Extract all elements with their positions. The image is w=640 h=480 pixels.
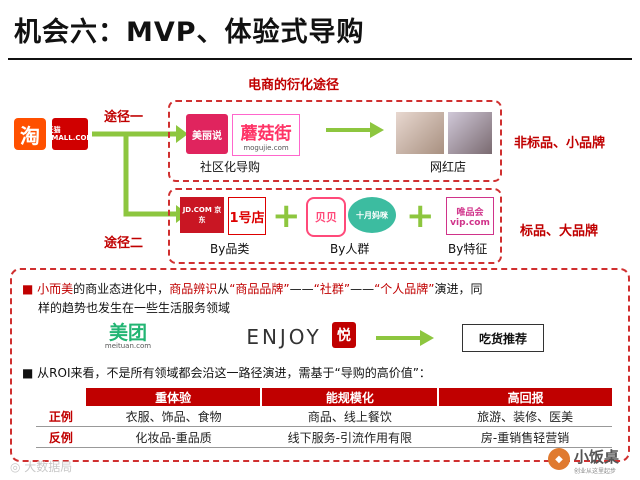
meituan-domain: meituan.com — [104, 342, 152, 350]
vertical-path-box — [168, 188, 502, 264]
yue-logo: 悦 — [332, 322, 356, 348]
bullet1-part: 从 — [217, 282, 230, 296]
arrow-right-icon — [326, 122, 384, 138]
row-label-positive: 正例 — [36, 406, 86, 427]
xiaofanzhuo-logo-icon: ◆ — [548, 448, 570, 470]
title-divider — [8, 58, 632, 60]
table-cell: 房-重销售轻营销 — [438, 426, 612, 448]
table-corner — [36, 388, 86, 406]
yhd-logo: 1号店 — [228, 197, 266, 235]
meilishuo-logo: 美丽说 — [186, 114, 228, 154]
watermark-left: ◎ 大数据局 — [10, 458, 72, 475]
table-cell: 旅游、装修、医美 — [438, 406, 612, 427]
enjoy-logo: ENJOY — [246, 325, 322, 349]
bullet1-part: 演进，同 — [434, 282, 483, 296]
beibei-logo: 贝贝 — [306, 197, 346, 237]
bullet1-part: 的商业态进化中， — [73, 282, 170, 296]
table-cell: 化妆品-重品质 — [85, 426, 262, 448]
bullet1-part: —— — [350, 282, 375, 296]
bullet1-part: 商品辨识 — [169, 282, 218, 296]
table-row: 正例 衣服、饰品、食物 商品、线上餐饮 旅游、装修、医美 — [36, 406, 612, 427]
bullet2-text: 从ROI来看，不是所有领域都会沿这一路径演进，需基于“导购的高价值”： — [37, 366, 431, 380]
mogujie-name: 蘑菇街 — [240, 123, 292, 144]
jd-logo: JD.COM 京东 — [180, 197, 224, 233]
bullet-square-icon: ■ — [22, 282, 38, 296]
page-title: 机会六：MVP、体验式导购 — [14, 17, 365, 48]
plus-icon: + — [406, 196, 435, 236]
vip-logo: 唯品会 vip.com — [446, 197, 494, 235]
muying-logo: 十月妈咪 — [348, 197, 396, 233]
bullet1-part: —— — [289, 282, 314, 296]
path-one-label: 途径一 — [104, 110, 144, 125]
bullet-square-icon: ■ — [22, 366, 38, 380]
bullet1-part: “社群” — [313, 282, 351, 296]
table-cell: 线下服务-引流作用有限 — [261, 426, 439, 448]
watermark-right: ◆ 小饭桌 创业从这里起步 — [548, 446, 636, 476]
mogujie-logo: 蘑菇街 mogujie.com — [232, 114, 300, 156]
table-header: 高回报 — [437, 388, 612, 406]
table-cell: 商品、线上餐饮 — [261, 406, 439, 427]
foodie-recommend-box: 吃货推荐 — [462, 324, 544, 352]
caption-by-crowd: By人群 — [330, 242, 370, 256]
subtitle: 电商的衍化途径 — [248, 78, 340, 93]
caption-community: 社区化导购 — [200, 160, 261, 174]
caption-influencer: 网红店 — [430, 160, 467, 174]
side-label-standard: 标品、大品牌 — [520, 224, 599, 239]
roi-table: 重体验 能规模化 高回报 正例 衣服、饰品、食物 商品、线上餐饮 旅游、装修、医… — [36, 388, 612, 448]
table-cell: 衣服、饰品、食物 — [85, 406, 262, 427]
tmall-logo: 天猫 TMALL.COM — [52, 118, 88, 150]
taobao-logo: 淘 — [14, 118, 46, 150]
side-label-nonstandard: 非标品、小品牌 — [514, 136, 606, 151]
weibo-icon: ◎ — [10, 460, 25, 474]
watermark-right-sub: 创业从这里起步 — [574, 468, 617, 475]
community-path-box — [168, 100, 502, 182]
watermark-right-name: 小饭桌 — [574, 448, 620, 466]
bullet1-part: “个人品牌” — [374, 282, 435, 296]
bullet1-part: 小而美 — [37, 282, 74, 296]
influencer-photo-2 — [448, 112, 492, 154]
table-header: 能规模化 — [260, 388, 439, 406]
path-two-label: 途径二 — [104, 236, 144, 251]
caption-by-category: By品类 — [210, 242, 250, 256]
caption-by-feature: By特征 — [448, 242, 488, 256]
bullet1-part: “商品品牌” — [229, 282, 290, 296]
arrow-right-icon — [376, 330, 434, 346]
bullet-evolution: ■ 小而美的商业态进化中，商品辨识从“商品品牌”——“社群”——“个人品牌”演进… — [22, 280, 612, 318]
bullet1-line2: 样的趋势也发生在一些生活服务领域 — [38, 301, 231, 315]
row-label-negative: 反例 — [36, 426, 86, 448]
info-box — [10, 268, 630, 462]
mogujie-domain: mogujie.com — [243, 143, 289, 152]
watermark-left-text: 大数据局 — [24, 460, 73, 474]
meituan-name: 美团 — [108, 322, 147, 344]
meituan-logo: 美团 meituan.com — [102, 322, 154, 352]
table-header: 重体验 — [85, 388, 262, 406]
plus-icon: + — [272, 196, 301, 236]
influencer-photo-1 — [396, 112, 444, 154]
bullet-roi: ■ 从ROI来看，不是所有领域都会沿这一路径演进，需基于“导购的高价值”： — [22, 364, 612, 383]
table-row: 反例 化妆品-重品质 线下服务-引流作用有限 房-重销售轻营销 — [36, 426, 612, 448]
